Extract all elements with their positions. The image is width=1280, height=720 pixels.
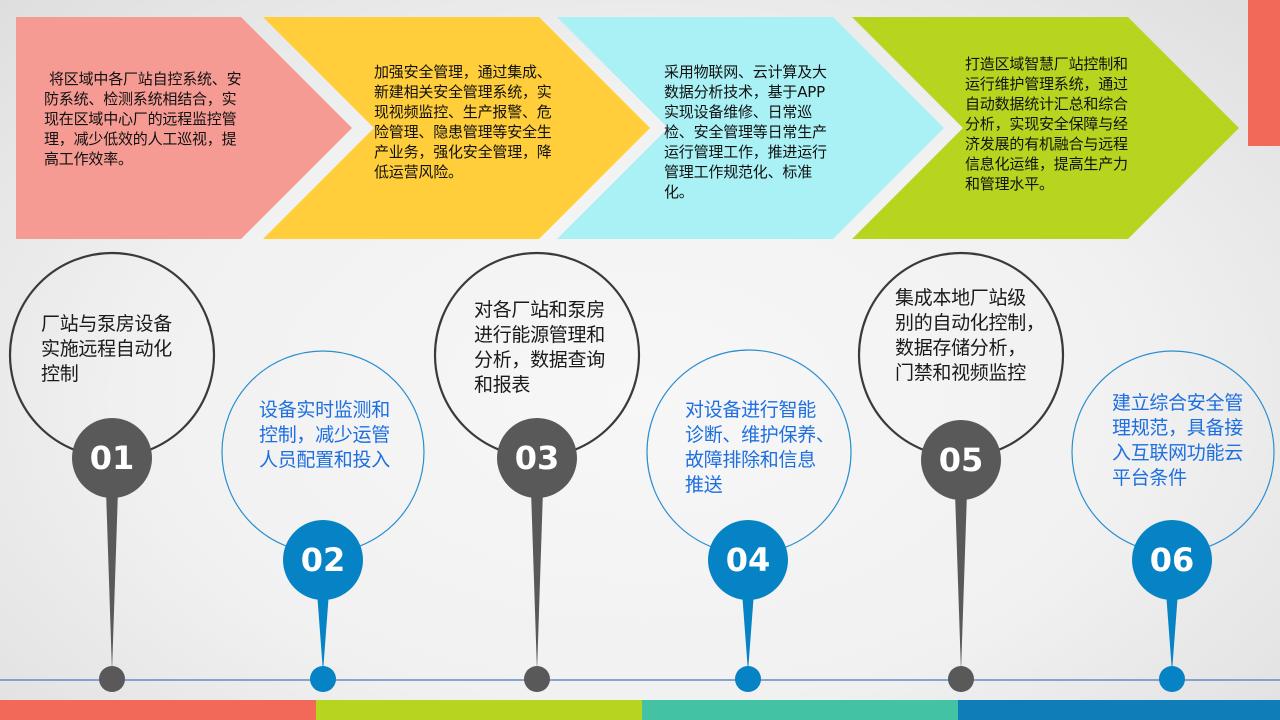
milestone-6-stem	[1166, 592, 1178, 672]
milestone-3-line: 和报表	[474, 374, 531, 396]
chevron-2-line: 产业务，强化安全管理，降	[374, 143, 552, 161]
chevron-2-line: 加强安全管理，通过集成、	[374, 63, 552, 81]
milestone-2-text: 设备实时监测和 控制，减少运管 人员配置和投入	[259, 398, 419, 473]
chevron-4-line: 和管理水平。	[965, 175, 1054, 193]
chevron-1-line: 高工作效率。	[44, 150, 133, 168]
milestone-4-dot	[735, 666, 761, 692]
milestone-5-number: 05	[938, 441, 984, 479]
milestone-1-line: 控制	[41, 363, 79, 385]
milestone-5-line: 数据存储分析，	[895, 337, 1026, 359]
chevron-1-line: 防系统、检测系统相结合，实	[44, 90, 237, 108]
footer-bar-teal	[642, 700, 958, 720]
milestone-5-line: 别的自动化控制，	[895, 312, 1045, 334]
milestone-3-line: 对各厂站和泵房	[474, 299, 605, 321]
chevron-3-text: 采用物联网、云计算及大 数据分析技术，基于APP 实现设备维修、日常巡 检、安全…	[664, 62, 874, 202]
milestone-1-dot	[99, 666, 125, 692]
milestone-5-line: 集成本地厂站级	[895, 287, 1026, 309]
milestone-2-number: 02	[300, 541, 346, 579]
milestone-3-stem	[531, 490, 543, 672]
chevron-2-line: 新建相关安全管理系统，实	[374, 83, 552, 101]
chevron-3-line: 化。	[664, 183, 694, 201]
chevron-4-shape	[852, 17, 1239, 239]
milestone-2-dot	[310, 666, 336, 692]
milestone-2-line: 人员配置和投入	[259, 449, 390, 471]
milestone-2-line: 控制，减少运管	[259, 424, 390, 446]
milestone-4-line: 诊断、维护保养、	[685, 424, 835, 446]
milestone-4-line: 推送	[685, 474, 723, 496]
milestone-6-dot	[1159, 666, 1185, 692]
milestone-2-stem	[317, 592, 329, 672]
chevron-4-line: 信息化运维，提高生产力	[965, 155, 1128, 173]
milestone-3-line: 分析，数据查询	[474, 349, 605, 371]
milestone-3-badge	[497, 418, 577, 498]
corner-accent-bar	[1248, 0, 1280, 146]
chevron-3-line: 管理工作规范化、标准	[664, 163, 813, 181]
milestone-1-line: 实施远程自动化	[41, 338, 172, 360]
milestone-4-line: 故障排除和信息	[685, 449, 816, 471]
chevron-2-line: 险管理、隐患管理等安全生	[374, 123, 552, 141]
chevron-3-line: 检、安全管理等日常生产	[664, 123, 827, 141]
milestone-3-dot	[524, 666, 550, 692]
chevron-1-line: 理，减少低效的人工巡视，提	[44, 130, 237, 148]
chevron-4-line: 自动数据统计汇总和综合	[965, 95, 1128, 113]
chevron-4-line: 济发展的有机融合与远程	[965, 135, 1128, 153]
chevron-2-line: 低运营风险。	[374, 163, 463, 181]
chevron-2-line: 现视频监控、生产报警、危	[374, 103, 552, 121]
milestone-4-number: 04	[725, 541, 771, 579]
milestone-4-stem	[742, 592, 754, 672]
milestone-5-badge	[921, 420, 1001, 500]
milestone-6-line: 理规范，具备接	[1112, 417, 1243, 439]
milestone-6-line: 入互联网功能云	[1112, 442, 1243, 464]
milestone-5-stem	[955, 492, 967, 672]
process-chevron-row	[16, 17, 1239, 239]
chevron-2-text: 加强安全管理，通过集成、 新建相关安全管理系统，实 现视频监控、生产报警、危 险…	[374, 62, 604, 182]
chevron-1-line: 现在区域中心厂的远程监控管	[44, 110, 237, 128]
chevron-1-text: 将区域中各厂站自控系统、安 防系统、检测系统相结合，实 现在区域中心厂的远程监控…	[44, 69, 294, 169]
milestone-3-line: 进行能源管理和	[474, 324, 605, 346]
milestone-2-badge	[283, 520, 363, 600]
chevron-1-shape	[16, 17, 352, 239]
chevron-1-line: 将区域中各厂站自控系统、安	[49, 70, 242, 88]
milestone-1-number: 01	[89, 439, 135, 477]
chevron-4-line: 运行维护管理系统，通过	[965, 75, 1128, 93]
milestone-4-line: 对设备进行智能	[685, 399, 816, 421]
milestone-5-dot	[948, 666, 974, 692]
footer-bar-blue	[958, 700, 1280, 720]
milestone-4-badge	[708, 520, 788, 600]
footer-bar-red	[0, 700, 316, 720]
chevron-3-shape	[557, 17, 944, 239]
milestone-6-number: 06	[1149, 541, 1195, 579]
milestone-6-text: 建立综合安全管 理规范，具备接 入互联网功能云 平台条件	[1112, 391, 1272, 491]
milestone-4-text: 对设备进行智能 诊断、维护保养、 故障排除和信息 推送	[685, 398, 855, 498]
footer-bar-green	[316, 700, 642, 720]
chevron-3-line: 数据分析技术，基于APP	[664, 83, 825, 101]
milestone-3-text: 对各厂站和泵房 进行能源管理和 分析，数据查询 和报表	[474, 298, 634, 398]
chevron-4-text: 打造区域智慧厂站控制和 运行维护管理系统，通过 自动数据统计汇总和综合 分析，实…	[965, 54, 1175, 194]
milestone-6-line: 平台条件	[1112, 467, 1187, 489]
milestone-1-badge	[72, 418, 152, 498]
milestone-5-line: 门禁和视频监控	[895, 362, 1026, 384]
chevron-3-line: 运行管理工作，推进运行	[664, 143, 827, 161]
milestone-1-text: 厂站与泵房设备 实施远程自动化 控制	[41, 312, 201, 387]
chevron-3-line: 采用物联网、云计算及大	[664, 63, 827, 81]
chevron-2-shape	[263, 17, 650, 239]
milestone-2-line: 设备实时监测和	[259, 399, 390, 421]
chevron-3-line: 实现设备维修、日常巡	[664, 103, 813, 121]
milestone-5-text: 集成本地厂站级 别的自动化控制， 数据存储分析， 门禁和视频监控	[895, 286, 1065, 386]
milestone-6-badge	[1132, 520, 1212, 600]
milestone-1-stem	[106, 490, 118, 672]
milestone-1-line: 厂站与泵房设备	[41, 313, 172, 335]
chevron-4-line: 打造区域智慧厂站控制和	[965, 55, 1128, 73]
milestone-3-number: 03	[514, 439, 560, 477]
milestone-6-line: 建立综合安全管	[1112, 392, 1243, 414]
chevron-4-line: 分析，实现安全保障与经	[965, 115, 1128, 133]
